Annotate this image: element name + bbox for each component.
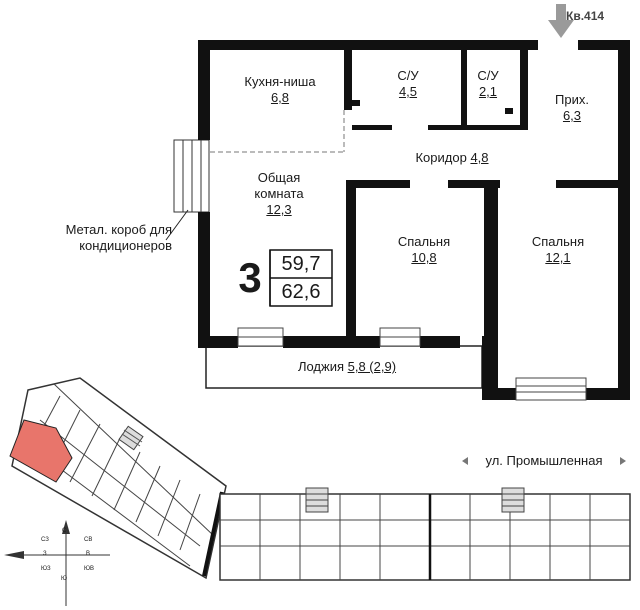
ac-box bbox=[173, 139, 210, 213]
entrance-arrow-icon bbox=[548, 4, 574, 38]
ac-box-label-line: кондиционеров bbox=[79, 238, 172, 253]
arrow-left-icon bbox=[462, 457, 468, 465]
room-kitchen: Кухня-ниша 6,8 bbox=[228, 74, 332, 106]
room-bath2: С/У 2,1 bbox=[468, 68, 508, 100]
compass-label: СЗ bbox=[41, 537, 49, 543]
ac-box-label-line: Метал. короб для bbox=[65, 222, 172, 237]
room-area: 6,8 bbox=[270, 90, 290, 105]
room-name: С/У bbox=[477, 68, 499, 83]
room-corridor: Коридор 4,8 bbox=[392, 150, 512, 166]
compass-icon bbox=[4, 520, 110, 606]
compass-label: ЮЗ bbox=[41, 566, 51, 572]
room-hall: Прих. 6,3 bbox=[544, 92, 600, 124]
room-name: Коридор bbox=[415, 150, 467, 165]
walls bbox=[198, 40, 630, 400]
compass-label: С bbox=[62, 528, 67, 534]
room-area: 10,8 bbox=[411, 250, 437, 265]
compass-label: З bbox=[43, 551, 47, 557]
windows bbox=[237, 327, 587, 401]
room-name: комната bbox=[254, 186, 304, 201]
room-area: 2,1 bbox=[478, 84, 498, 99]
compass-label: СВ bbox=[84, 537, 93, 543]
room-loggia: Лоджия 5,8 (2,9) bbox=[282, 359, 412, 375]
room-area: 12,3 bbox=[266, 202, 292, 217]
room-name: Спальня bbox=[531, 234, 585, 249]
area-total: 62,6 bbox=[281, 281, 321, 303]
room-name: С/У bbox=[397, 68, 419, 83]
room-bath1: С/У 4,5 bbox=[380, 68, 436, 100]
room-area: 6,3 bbox=[562, 108, 582, 123]
room-name: Общая bbox=[257, 170, 301, 185]
room-area: 12,1 bbox=[545, 250, 571, 265]
highlighted-apartment bbox=[9, 419, 73, 483]
summary-box bbox=[269, 249, 333, 307]
arrow-right-icon bbox=[620, 457, 626, 465]
building-minimap bbox=[11, 377, 631, 581]
compass-label: ЮВ bbox=[84, 566, 95, 572]
room-bedroom1: Спальня 10,8 bbox=[384, 234, 464, 266]
room-name: Спальня bbox=[397, 234, 451, 249]
room-area: 4,8 bbox=[470, 150, 489, 165]
rooms-count: 3 bbox=[238, 254, 262, 301]
room-living: Общая комната 12,3 bbox=[234, 170, 324, 218]
room-bedroom2: Спальня 12,1 bbox=[518, 234, 598, 266]
street-label: ул. Промышленная bbox=[485, 453, 603, 468]
ac-box-label: Метал. короб для кондиционеров bbox=[36, 222, 172, 254]
room-area: 4,5 bbox=[398, 84, 418, 99]
compass-label: В bbox=[86, 551, 91, 557]
room-area: 5,8 (2,9) bbox=[347, 359, 397, 374]
area-living: 59,7 bbox=[281, 253, 321, 275]
room-name: Прих. bbox=[555, 92, 589, 107]
ac-leader-line bbox=[165, 209, 189, 241]
compass-label: Ю bbox=[61, 576, 68, 582]
room-name: Кухня-ниша bbox=[244, 74, 316, 89]
room-name: Лоджия bbox=[297, 359, 344, 374]
apartment-tag: Кв.414 bbox=[566, 9, 605, 23]
